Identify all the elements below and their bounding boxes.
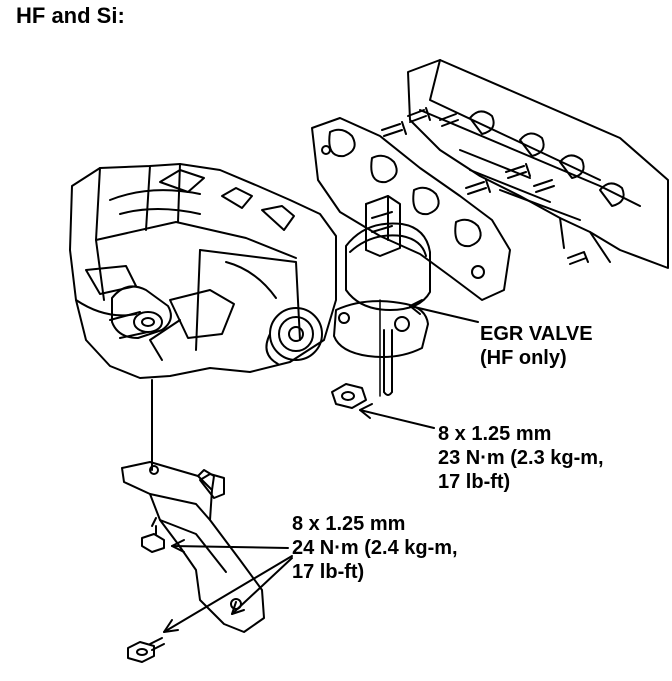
egr-valve	[333, 195, 431, 358]
egr-valve-label: EGR VALVE	[480, 323, 593, 345]
egr-mounting-nut	[331, 329, 393, 409]
egr-valve-note: (HF only)	[480, 347, 567, 369]
bracket-bolt-size: 8 x 1.25 mm	[292, 513, 406, 535]
throttle-body-assembly	[69, 163, 337, 379]
egr-nut-size: 8 x 1.25 mm	[438, 423, 552, 445]
diagram-title: HF and Si:	[16, 3, 125, 28]
mounting-bracket	[121, 461, 265, 633]
egr-nut-torque: 23 N·m (2.3 kg-m,	[438, 447, 604, 469]
bracket-bolt-torque: 24 N·m (2.4 kg-m,	[292, 537, 458, 559]
bracket-bolt-torque-lbft: 17 lb-ft)	[292, 561, 365, 583]
side-plunger	[111, 285, 172, 339]
manifold-studs	[381, 107, 589, 265]
egr-nut-torque-lbft: 17 lb-ft)	[438, 471, 511, 493]
bracket-bolt-lower	[127, 637, 165, 663]
intake-manifold	[407, 59, 669, 269]
throttle-bore	[265, 307, 323, 365]
bracket-bolt-upper	[141, 517, 165, 553]
intake-gasket	[311, 117, 511, 301]
